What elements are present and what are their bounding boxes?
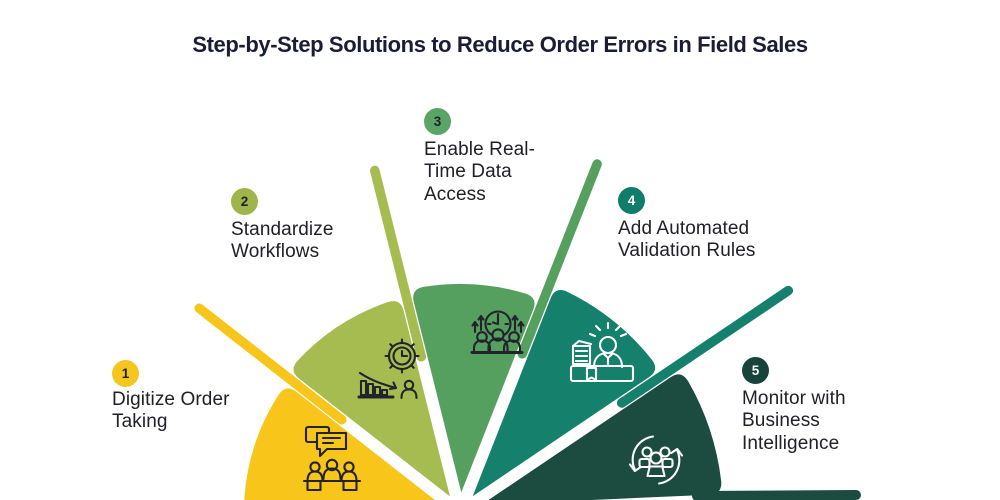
step-1-label: Digitize Order Taking [112,389,230,433]
step-3-label: Enable Real- Time Data Access [424,139,536,205]
workflow-gear-chart-icon [357,338,420,400]
pointer-ray-3 [517,159,602,359]
validation-desk-person-icon [569,321,635,383]
step-5-badge: 5 [742,357,769,384]
step-4-label: Add Automated Validation Rules [618,218,756,262]
team-discussion-icon [302,425,362,492]
step-3-badge: 3 [424,108,451,135]
monitor-sync-team-icon [628,435,684,485]
ray-layer [194,159,861,500]
pointer-ray-1 [194,303,347,425]
step-1-badge: 1 [112,360,139,387]
page-title: Step-by-Step Solutions to Reduce Order E… [192,32,808,57]
realtime-clock-team-icon [470,310,525,354]
step-4-badge: 4 [618,187,645,214]
step-5-label: Monitor with Business Intelligence [742,388,846,454]
pointer-ray-5 [692,490,861,500]
pointer-ray-4 [616,285,794,408]
wedge-segment-2 [293,301,450,497]
step-2-label: Standardize Workflows [231,219,334,263]
pointer-ray-2 [370,165,427,362]
step-2-badge: 2 [231,188,258,215]
